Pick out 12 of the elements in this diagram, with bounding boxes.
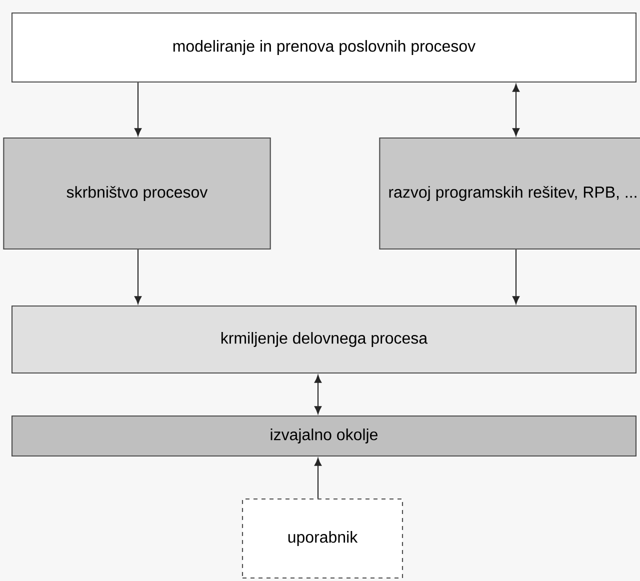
arrow: [314, 458, 322, 498]
arrow: [134, 250, 142, 304]
arrow: [512, 84, 520, 136]
process-band: izvajalno okolje: [11, 415, 637, 457]
process-band: krmiljenje delovnega procesa: [11, 305, 637, 374]
arrow: [134, 82, 142, 136]
process-box: skrbništvo procesov: [3, 137, 271, 250]
arrow: [512, 250, 520, 304]
user-box: uporabnik: [242, 498, 404, 579]
process-box: razvoj programskih rešitev, RPB, ...: [379, 137, 640, 250]
process-box: modeliranje in prenova poslovnih procesov: [11, 12, 637, 83]
arrow: [314, 374, 322, 414]
